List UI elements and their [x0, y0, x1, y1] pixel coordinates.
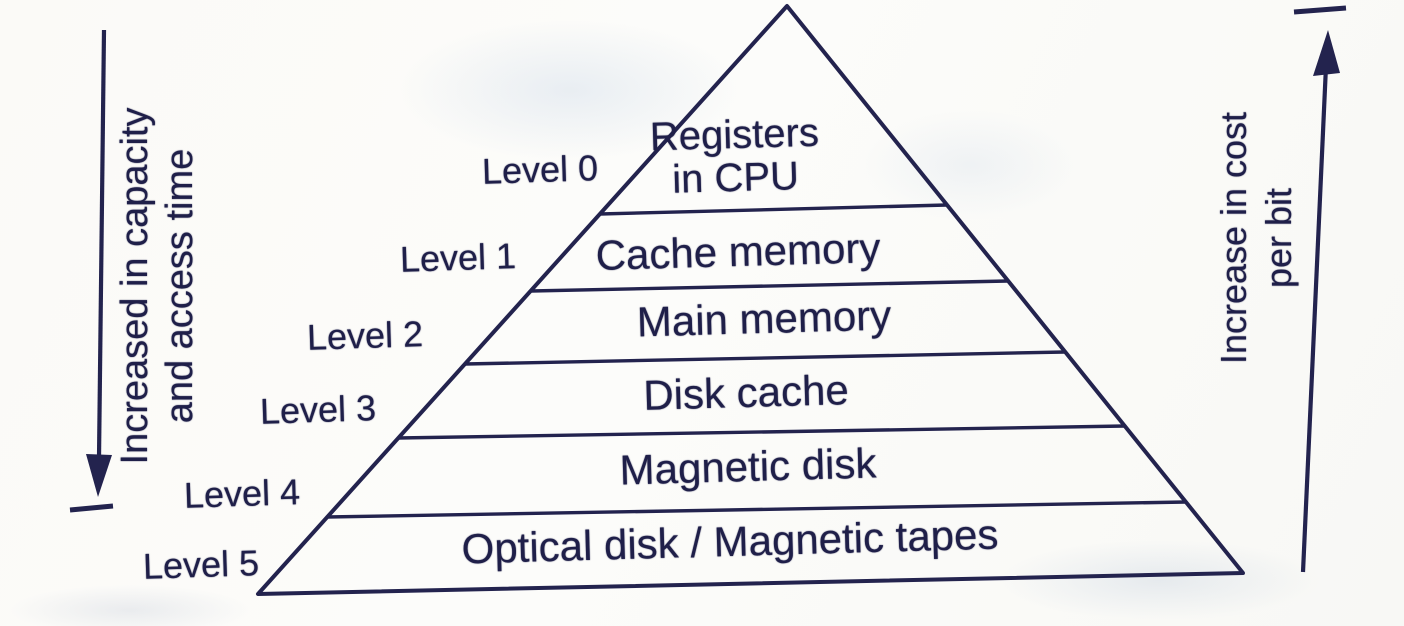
- level-label-1: Level 1: [399, 235, 517, 280]
- cost-axis-tick: [1293, 5, 1347, 15]
- level-label-0: Level 0: [481, 147, 599, 192]
- down-arrowhead-icon: [86, 454, 112, 497]
- layer-name-main-memory: Main memory: [636, 291, 892, 346]
- cost-axis-label-line2: per bit: [1258, 187, 1299, 289]
- layer-name-registers-line1: Registers: [649, 110, 820, 160]
- layer-divider: [326, 500, 1187, 519]
- capacity-axis-tick: [69, 503, 114, 513]
- layer-name-magnetic-disk: Magnetic disk: [618, 439, 877, 494]
- cost-axis-label-line1: Increase in cost: [1213, 111, 1254, 365]
- capacity-axis-label-line2: and access time: [159, 148, 201, 424]
- pyramid-outline: [256, 4, 1245, 596]
- layer-name-disk-cache: Disk cache: [642, 366, 850, 419]
- level-label-2: Level 2: [306, 313, 424, 358]
- cost-axis-label: Increase in cost per bit: [1211, 112, 1301, 364]
- layer-name-registers: Registers in CPU: [649, 110, 820, 203]
- capacity-axis-arrow: [69, 29, 114, 513]
- level-label-5: Level 5: [142, 542, 260, 587]
- cost-axis-arrow: [1293, 5, 1347, 573]
- layer-divider: [397, 424, 1126, 440]
- layer-divider: [599, 203, 948, 216]
- capacity-arrow-shaft: [96, 29, 107, 459]
- level-label-3: Level 3: [259, 387, 377, 432]
- layer-divider: [464, 350, 1066, 366]
- layer-name-cache-memory: Cache memory: [595, 224, 881, 279]
- capacity-axis-label: Increased in capacity and access time: [113, 108, 203, 465]
- capacity-axis-label-line1: Increased in capacity: [114, 107, 156, 465]
- layer-name-registers-line2: in CPU: [671, 154, 800, 202]
- cost-arrow-shaft: [1300, 65, 1329, 573]
- level-label-4: Level 4: [183, 471, 301, 516]
- up-arrowhead-icon: [1313, 30, 1340, 76]
- layer-divider: [530, 279, 1009, 293]
